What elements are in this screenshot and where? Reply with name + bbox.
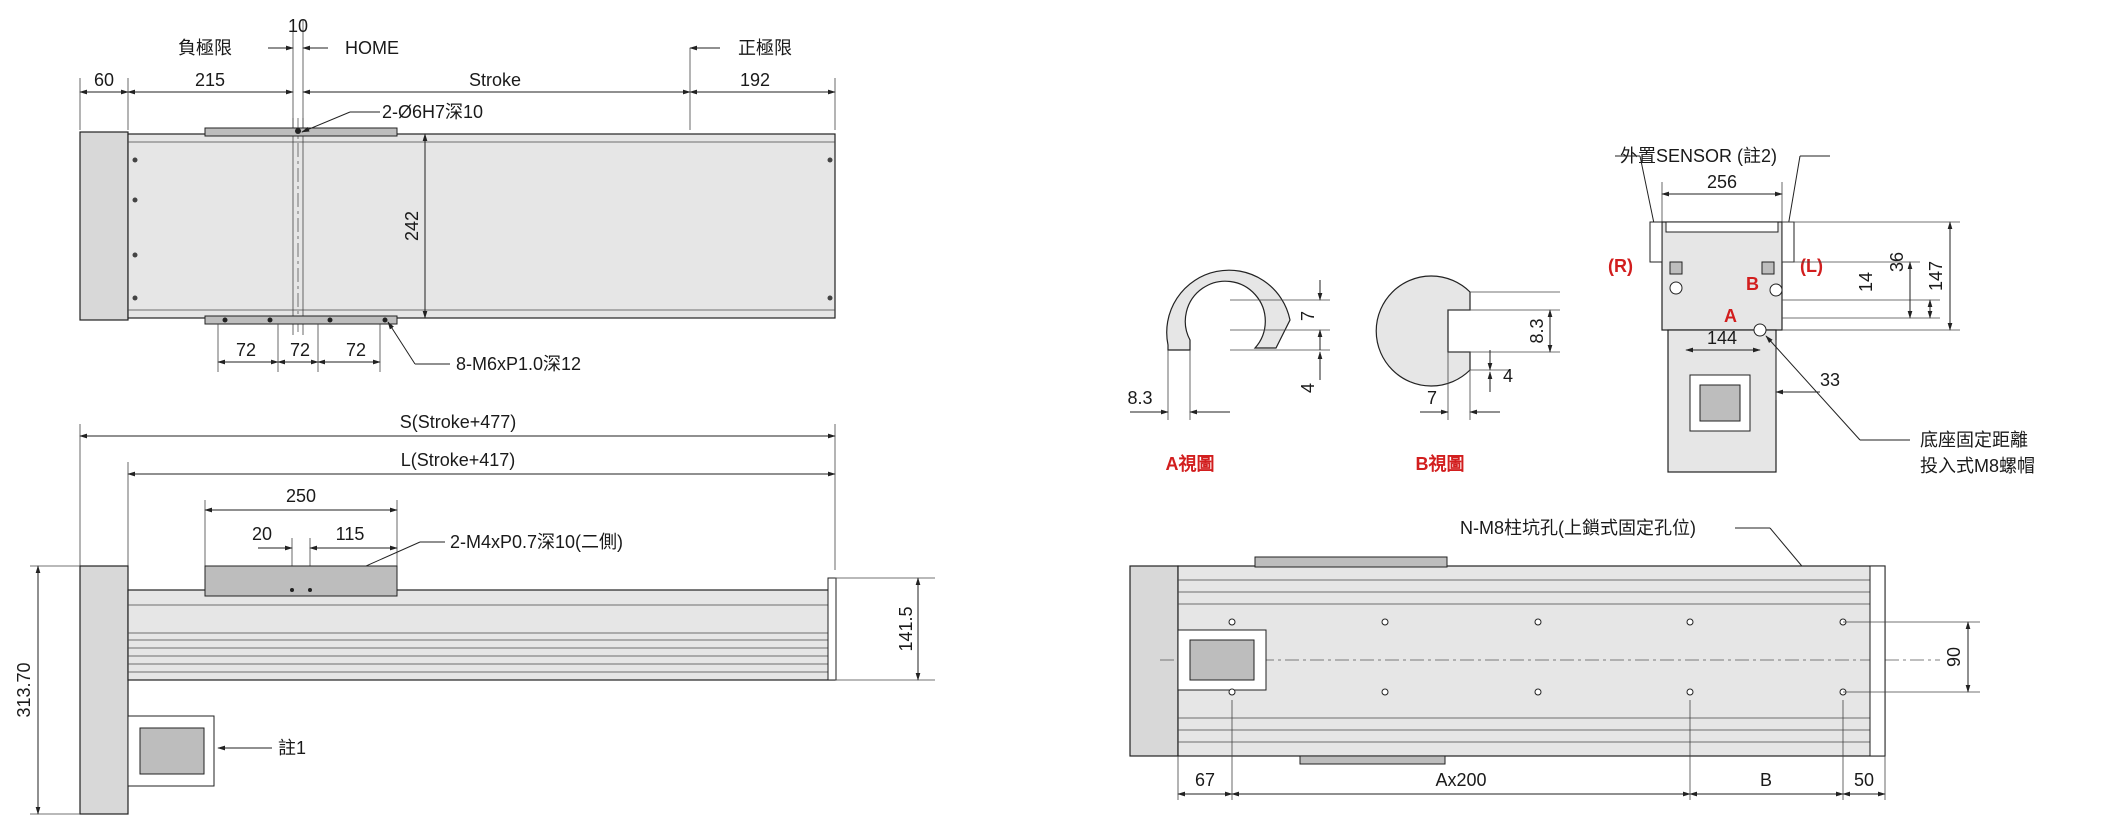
bottom-end-plate — [1129, 565, 1179, 757]
side-body — [127, 589, 836, 681]
view-a-dim-7: 7 — [1298, 311, 1318, 321]
view-a-dim-4: 4 — [1298, 383, 1318, 393]
tap-hole-note: 8-M6xP1.0深12 — [456, 354, 581, 374]
label-r: (R) — [1608, 256, 1633, 276]
bottom-body — [1177, 565, 1886, 757]
bottom-slider — [1254, 556, 1448, 568]
dim-147: 147 — [1926, 261, 1946, 291]
slider-top-bar — [204, 127, 398, 137]
view-b-title: B視圖 — [1416, 453, 1465, 474]
side-view: S(Stroke+477) L(Stroke+417) 250 20 115 3… — [14, 412, 935, 815]
hole-note: N-M8柱坑孔(上鎖式固定孔位) — [1460, 518, 1696, 538]
dim-14: 14 — [1856, 272, 1876, 292]
dim-144: 144 — [1707, 328, 1737, 348]
negative-limit-label: 負極限 — [178, 38, 232, 58]
motor-end-plate — [79, 131, 129, 321]
dim-313-70: 313.70 — [14, 662, 34, 717]
nut-note-2: 投入式M8螺帽 — [1920, 456, 2035, 476]
side-end-plate — [79, 565, 129, 815]
overall-length: S(Stroke+477) — [400, 412, 517, 432]
end-view: 外置SENSOR (註2) 256 (R) (L) B A 147 36 — [1608, 146, 2035, 476]
note-1: 註1 — [278, 738, 306, 758]
top-view: 60 215 10 Stroke 192 負極限 HOME 正極限 242 — [79, 16, 836, 374]
pitch-72-b: 72 — [290, 340, 310, 360]
view-b-dim-8-3: 8.3 — [1527, 318, 1547, 343]
view-a-title: A視圖 — [1166, 453, 1215, 474]
pitch-72-a: 72 — [236, 340, 256, 360]
dim-stroke: Stroke — [469, 70, 521, 90]
side-slider — [204, 565, 398, 597]
end-body-upper — [1661, 221, 1783, 331]
dim-20: 20 — [252, 524, 272, 544]
dim-67: 67 — [1195, 770, 1215, 790]
home-label: HOME — [345, 38, 399, 58]
label-a: A — [1724, 306, 1737, 326]
view-b-profile — [1375, 275, 1471, 387]
nut-note-1: 底座固定距離 — [1920, 430, 2028, 450]
dim-141-5: 141.5 — [896, 606, 916, 651]
sensor-note: 外置SENSOR (註2) — [1620, 146, 1777, 166]
slider-bottom-bar — [204, 315, 398, 325]
label-b: B — [1746, 274, 1759, 294]
label-l: (L) — [1800, 256, 1823, 276]
view-b-dim-7: 7 — [1427, 388, 1437, 408]
dim-50: 50 — [1854, 770, 1874, 790]
actuator-body — [127, 133, 836, 319]
dim-256: 256 — [1707, 172, 1737, 192]
pitch-72-c: 72 — [346, 340, 366, 360]
view-a-profile — [1166, 269, 1291, 351]
dim-b: B — [1760, 770, 1772, 790]
dim-10: 10 — [288, 16, 308, 36]
view-b-dim-4: 4 — [1503, 366, 1513, 386]
dim-36: 36 — [1887, 252, 1907, 272]
view-a: 7 4 8.3 A視圖 — [1127, 269, 1330, 474]
body-length: L(Stroke+417) — [401, 450, 516, 470]
dim-242: 242 — [402, 211, 422, 241]
view-a-dim-8-3: 8.3 — [1127, 388, 1152, 408]
dim-250: 250 — [286, 486, 316, 506]
dim-33: 33 — [1820, 370, 1840, 390]
dim-pitch: Ax200 — [1435, 770, 1486, 790]
dim-60: 60 — [94, 70, 114, 90]
side-tap-note: 2-M4xP0.7深10(二側) — [450, 532, 623, 552]
view-b: 8.3 4 7 B視圖 — [1375, 275, 1560, 474]
pin-hole-note: 2-Ø6H7深10 — [382, 102, 483, 122]
dim-90: 90 — [1944, 647, 1964, 667]
positive-limit-label: 正極限 — [738, 38, 792, 58]
bottom-view: N-M8柱坑孔(上鎖式固定孔位) 90 — [1129, 518, 1980, 800]
dim-192: 192 — [740, 70, 770, 90]
dim-215: 215 — [195, 70, 225, 90]
dim-115: 115 — [336, 524, 365, 544]
